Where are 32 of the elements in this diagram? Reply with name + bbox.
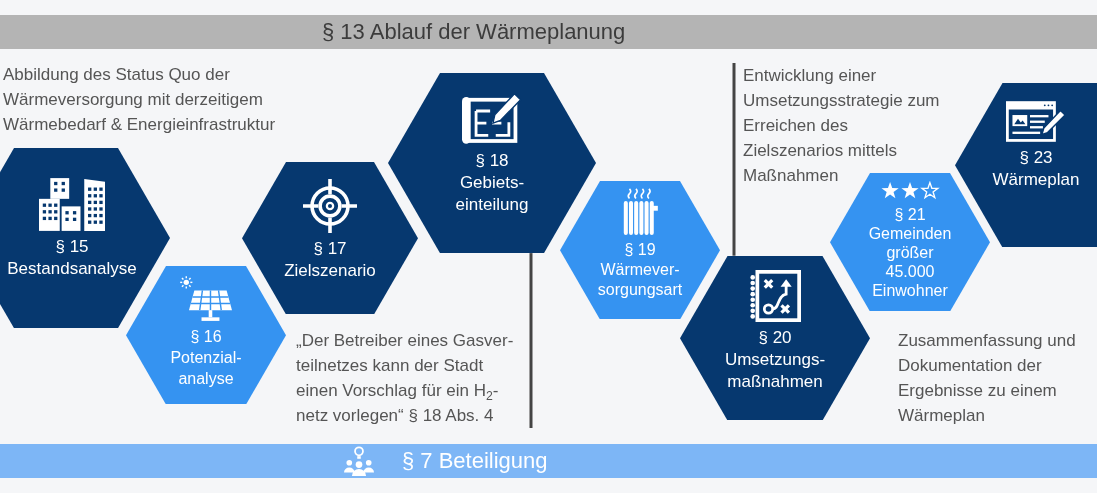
- section-number: § 18: [474, 150, 510, 172]
- step-title: Potenzial- analyse: [169, 348, 243, 389]
- step-title: Wärmeplan: [992, 169, 1080, 191]
- description-text: Entwicklung einer Umsetzungsstrategie zum Erreichen des Zielszenarios mittels Maßnahmen: [734, 63, 941, 188]
- step-title: Gebiets- einteilung: [455, 172, 529, 216]
- section-number: § 19: [623, 240, 657, 260]
- section-number: § 17: [312, 238, 348, 260]
- bar-title: § 7 Beteiligung: [402, 447, 548, 475]
- step-title: Umsetzungs- maßnahmen: [724, 349, 826, 393]
- step-title: Bestandsanalyse: [6, 258, 138, 280]
- step-hexagon: [560, 180, 720, 320]
- step-hexagon: [680, 255, 870, 421]
- section-number: § 16: [189, 327, 223, 347]
- bar-title: § 13 Ablauf der Wärmeplanung: [322, 18, 626, 46]
- step-hexagon: [0, 147, 170, 329]
- step-title: Wärmever- sorgungsart: [597, 260, 683, 300]
- footer-bar: [0, 444, 1097, 478]
- section-number: § 20: [757, 327, 793, 349]
- section-number: § 15: [54, 236, 90, 258]
- section-number: § 21: [893, 205, 927, 224]
- quote-text: „Der Betreiber eines Gasver- teilnetzes kann der Stadt einen Vorschlag für ein H$_{2}$- netz vorlegen“ § 18 Abs. 4: [296, 328, 531, 428]
- step-hexagon: [242, 161, 418, 315]
- step-title: Zielszenario: [283, 260, 377, 282]
- step-hexagon: [955, 82, 1097, 248]
- description-text: Zusammenfassung und Dokumentation der Ergebnisse zu einem Wärmeplan: [898, 330, 1077, 427]
- step-hexagon: [388, 72, 596, 254]
- leader-line: [529, 253, 533, 428]
- header-bar: [0, 15, 1097, 49]
- description-text: Abbildung des Status Quo der Wärmeversorgung mit derzeitigem Wärmebedarf & Energieinfrastruktur: [3, 64, 277, 136]
- leader-line: [732, 63, 736, 256]
- step-title: Gemeinden größer 45.000 Einwohner: [868, 224, 952, 300]
- section-number: § 23: [1018, 147, 1054, 169]
